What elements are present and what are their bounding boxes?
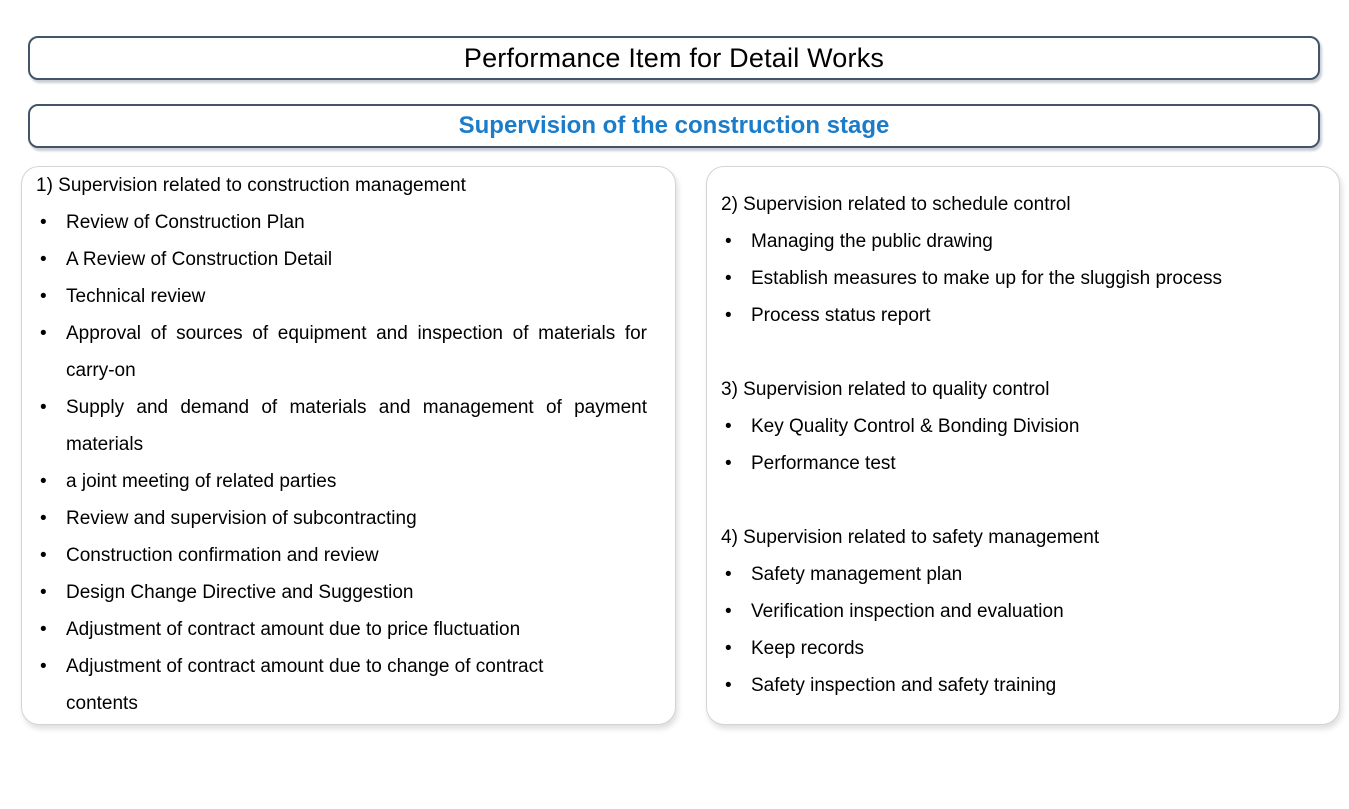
bullet-item: • Construction confirmation and review bbox=[36, 537, 647, 574]
section: 3) Supervision related to quality contro… bbox=[721, 371, 1311, 482]
bullet-line: Construction confirmation and review bbox=[66, 545, 379, 566]
bullet-icon: • bbox=[40, 508, 47, 529]
bullet-line: Review of Construction Plan bbox=[66, 212, 305, 233]
bullet-text: Establish measures to make up for the sl… bbox=[751, 260, 1311, 297]
bullet-line: Design Change Directive and Suggestion bbox=[66, 582, 414, 603]
bullet-icon: • bbox=[725, 638, 732, 659]
section-heading: 2) Supervision related to schedule contr… bbox=[721, 194, 1071, 215]
page-subtitle: Supervision of the construction stage bbox=[458, 112, 890, 139]
bullet-line: A Review of Construction Detail bbox=[66, 249, 333, 270]
bullet-item: • Process status report bbox=[721, 297, 1311, 334]
bullet-text: Construction confirmation and review bbox=[66, 537, 647, 574]
bullet-icon: • bbox=[40, 545, 47, 566]
bullet-icon: • bbox=[725, 268, 732, 289]
bullet-item: • Adjustment of contract amount due to ch… bbox=[36, 648, 647, 722]
bullet-icon: • bbox=[40, 286, 47, 307]
bullet-text: Review and supervision of subcontracting bbox=[66, 500, 647, 537]
bullet-text: Keep records bbox=[751, 630, 1311, 667]
bullet-line: Safety management plan bbox=[751, 564, 963, 585]
bullet-text: Managing the public drawing bbox=[751, 223, 1311, 260]
bullet-icon: • bbox=[40, 619, 47, 640]
bullet-line: Keep records bbox=[751, 638, 865, 659]
bullet-icon: • bbox=[40, 212, 47, 233]
bullet-line: Supply and demand of materials and manag… bbox=[66, 397, 647, 418]
bullet-line: Key Quality Control & Bonding Division bbox=[751, 416, 1080, 437]
page-subtitle-box: Supervision of the construction stage bbox=[28, 104, 1320, 148]
bullet-line: Adjustment of contract amount due to cha… bbox=[66, 656, 544, 677]
bullet-line: Safety inspection and safety training bbox=[751, 675, 1057, 696]
bullet-icon: • bbox=[40, 471, 47, 492]
bullet-text: Supply and demand of materials and manag… bbox=[66, 389, 647, 463]
bullet-text: Design Change Directive and Suggestion bbox=[66, 574, 647, 611]
bullet-item: • Design Change Directive and Suggestion bbox=[36, 574, 647, 611]
section: 2) Supervision related to schedule contr… bbox=[721, 186, 1311, 334]
bullet-item: • Keep records bbox=[721, 630, 1311, 667]
bullet-item: • Review of Construction Plan bbox=[36, 204, 647, 241]
bullet-item: • Key Quality Control & Bonding Division bbox=[721, 408, 1311, 445]
bullet-line: a joint meeting of related parties bbox=[66, 471, 337, 492]
bullet-icon: • bbox=[725, 416, 732, 437]
bullet-item: • Verification inspection and evaluation bbox=[721, 593, 1311, 630]
section-heading: 4) Supervision related to safety managem… bbox=[721, 527, 1100, 548]
bullet-text: a joint meeting of related parties bbox=[66, 463, 647, 500]
panel-construction-management: 1) Supervision related to construction m… bbox=[21, 166, 676, 725]
bullet-item: • Safety management plan bbox=[721, 556, 1311, 593]
bullet-item: • Adjustment of contract amount due to pr… bbox=[36, 611, 647, 648]
bullet-icon: • bbox=[725, 231, 732, 252]
bullet-line: Approval of sources of equipment and ins… bbox=[66, 323, 647, 344]
bullet-icon: • bbox=[725, 601, 732, 622]
bullet-item: • Approval of sources of equipment and in… bbox=[36, 315, 647, 389]
bullet-text: Key Quality Control & Bonding Division bbox=[751, 408, 1311, 445]
bullet-item: • A Review of Construction Detail bbox=[36, 241, 647, 278]
bullet-icon: • bbox=[40, 249, 47, 270]
bullet-line: carry-on bbox=[66, 360, 136, 381]
bullet-line: Managing the public drawing bbox=[751, 231, 993, 252]
bullet-line: Process status report bbox=[751, 305, 931, 326]
bullet-item: • Review and supervision of subcontractin… bbox=[36, 500, 647, 537]
bullet-item: • Performance test bbox=[721, 445, 1311, 482]
bullet-line: contents bbox=[66, 693, 138, 714]
bullet-icon: • bbox=[725, 675, 732, 696]
section: 4) Supervision related to safety managem… bbox=[721, 519, 1311, 704]
bullet-text: Safety inspection and safety training bbox=[751, 667, 1311, 704]
bullet-item: • a joint meeting of related parties bbox=[36, 463, 647, 500]
bullet-line: Adjustment of contract amount due to pri… bbox=[66, 619, 521, 640]
bullet-item: • Technical review bbox=[36, 278, 647, 315]
bullet-item: • Establish measures to make up for the s… bbox=[721, 260, 1311, 297]
bullet-text: Verification inspection and evaluation bbox=[751, 593, 1311, 630]
page-title-box: Performance Item for Detail Works bbox=[28, 36, 1320, 80]
section-heading: 1) Supervision related to construction m… bbox=[36, 175, 466, 196]
bullet-text: Adjustment of contract amount due to pri… bbox=[66, 611, 647, 648]
panel-schedule-quality-safety: 2) Supervision related to schedule contr… bbox=[706, 166, 1340, 725]
bullet-icon: • bbox=[725, 305, 732, 326]
bullet-item: • Supply and demand of materials and mana… bbox=[36, 389, 647, 463]
bullet-line: Review and supervision of subcontracting bbox=[66, 508, 417, 529]
bullet-icon: • bbox=[40, 656, 47, 677]
bullet-line: Establish measures to make up for the sl… bbox=[751, 268, 1223, 289]
bullet-icon: • bbox=[725, 564, 732, 585]
bullet-text: Review of Construction Plan bbox=[66, 204, 647, 241]
bullet-line: Technical review bbox=[66, 286, 206, 307]
bullet-line: materials bbox=[66, 434, 144, 455]
bullet-icon: • bbox=[40, 323, 47, 344]
bullet-icon: • bbox=[40, 397, 47, 418]
bullet-text: Approval of sources of equipment and ins… bbox=[66, 315, 647, 389]
bullet-text: Process status report bbox=[751, 297, 1311, 334]
bullet-item: • Safety inspection and safety training bbox=[721, 667, 1311, 704]
bullet-text: Adjustment of contract amount due to cha… bbox=[66, 648, 647, 722]
bullet-text: Performance test bbox=[751, 445, 1311, 482]
bullet-line: Verification inspection and evaluation bbox=[751, 601, 1064, 622]
bullet-item: • Managing the public drawing bbox=[721, 223, 1311, 260]
bullet-line: Performance test bbox=[751, 453, 896, 474]
section: 1) Supervision related to construction m… bbox=[36, 167, 647, 722]
section-heading: 3) Supervision related to quality contro… bbox=[721, 379, 1050, 400]
page-title: Performance Item for Detail Works bbox=[463, 42, 885, 73]
bullet-icon: • bbox=[40, 582, 47, 603]
bullet-text: Technical review bbox=[66, 278, 647, 315]
bullet-text: Safety management plan bbox=[751, 556, 1311, 593]
bullet-text: A Review of Construction Detail bbox=[66, 241, 647, 278]
bullet-icon: • bbox=[725, 453, 732, 474]
